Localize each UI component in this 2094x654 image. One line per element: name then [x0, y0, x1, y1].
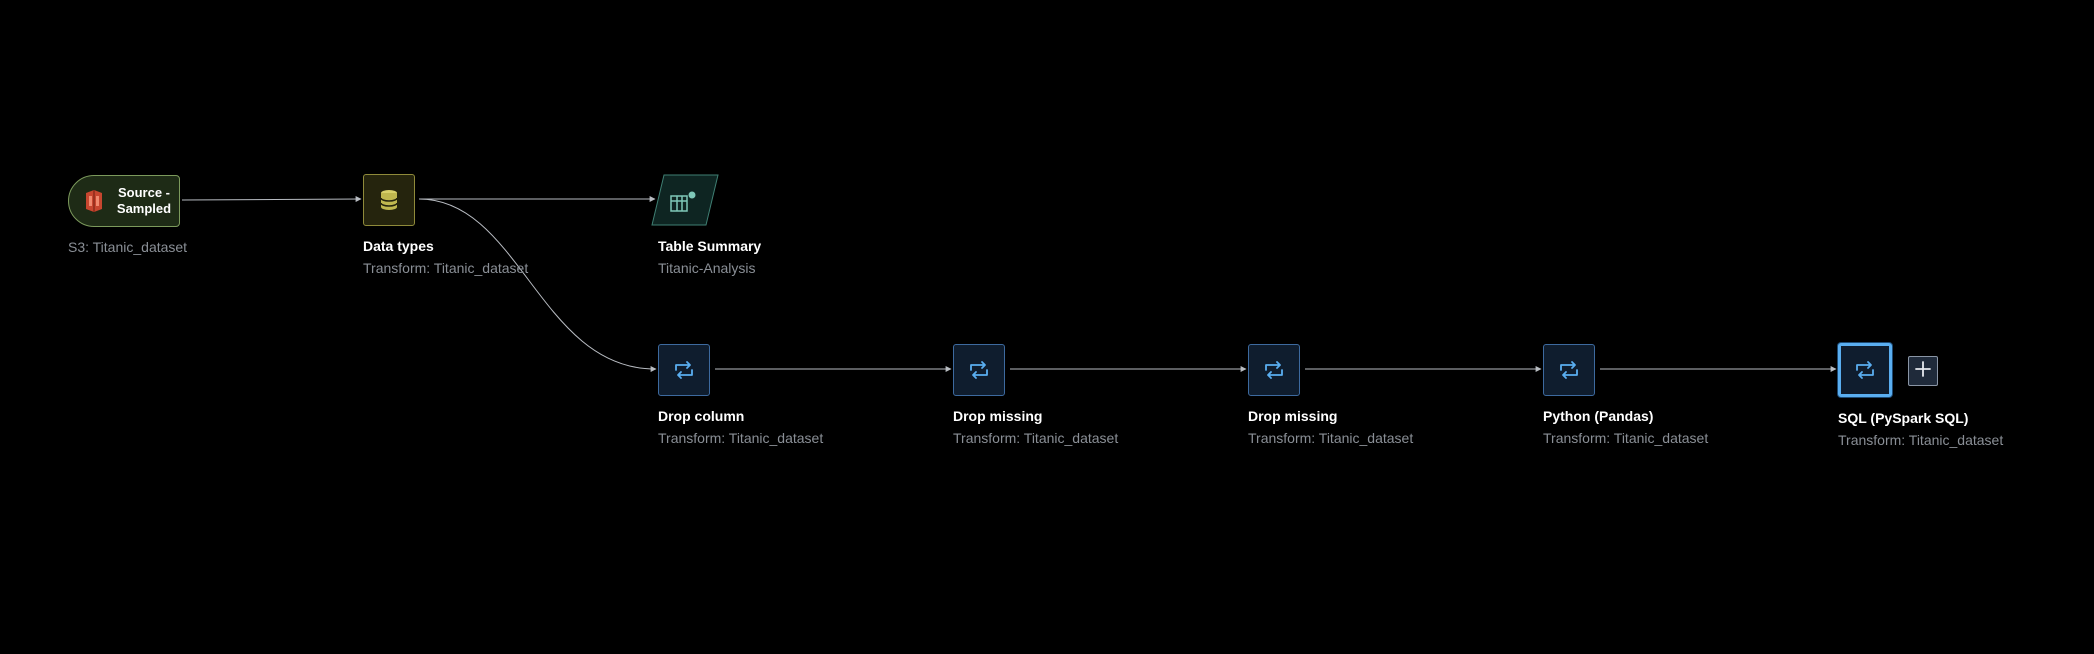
- transform-node-subtitle: Transform: Titanic_dataset: [1838, 432, 2004, 448]
- data-types-node-subtitle: Transform: Titanic_dataset: [363, 260, 529, 276]
- transform-node-drop-column[interactable]: [658, 344, 710, 396]
- transform-node-title: SQL (PySpark SQL): [1838, 410, 1969, 426]
- data-types-node-title: Data types: [363, 238, 434, 254]
- source-node[interactable]: Source - Sampled: [68, 175, 180, 227]
- s3-bucket-icon: [83, 189, 105, 213]
- transform-node-drop-missing-2[interactable]: [1248, 344, 1300, 396]
- transform-node-drop-missing-1[interactable]: [953, 344, 1005, 396]
- add-step-button[interactable]: [1908, 356, 1938, 386]
- transform-icon: [672, 360, 696, 380]
- transform-icon: [1853, 360, 1877, 380]
- transform-node-subtitle: Transform: Titanic_dataset: [953, 430, 1119, 446]
- transform-icon: [1262, 360, 1286, 380]
- transform-node-title: Drop column: [658, 408, 745, 424]
- data-types-node[interactable]: [363, 174, 415, 226]
- table-summary-shape: [651, 174, 719, 226]
- transform-icon: [1557, 360, 1581, 380]
- source-node-subtitle: S3: Titanic_dataset: [68, 239, 188, 255]
- transform-node-sql-pyspark[interactable]: [1838, 343, 1892, 397]
- plus-icon: [1915, 360, 1931, 382]
- transform-node-python-pandas[interactable]: [1543, 344, 1595, 396]
- transform-node-title: Python (Pandas): [1543, 408, 1654, 424]
- database-icon: [378, 188, 400, 212]
- edge-datatypes-to-drop-column: [418, 198, 657, 373]
- table-summary-node-subtitle: Titanic-Analysis: [658, 260, 756, 276]
- transform-node-title: Drop missing: [953, 408, 1043, 424]
- source-node-label: Source - Sampled: [116, 185, 172, 216]
- transform-node-subtitle: Transform: Titanic_dataset: [1248, 430, 1414, 446]
- table-analysis-icon: [670, 191, 696, 213]
- table-summary-node-title: Table Summary: [658, 238, 762, 254]
- table-summary-node[interactable]: [650, 174, 720, 226]
- transform-node-subtitle: Transform: Titanic_dataset: [1543, 430, 1709, 446]
- transform-node-title: Drop missing: [1248, 408, 1338, 424]
- transform-node-subtitle: Transform: Titanic_dataset: [658, 430, 824, 446]
- edge-source-to-datatypes: [181, 196, 362, 203]
- transform-icon: [967, 360, 991, 380]
